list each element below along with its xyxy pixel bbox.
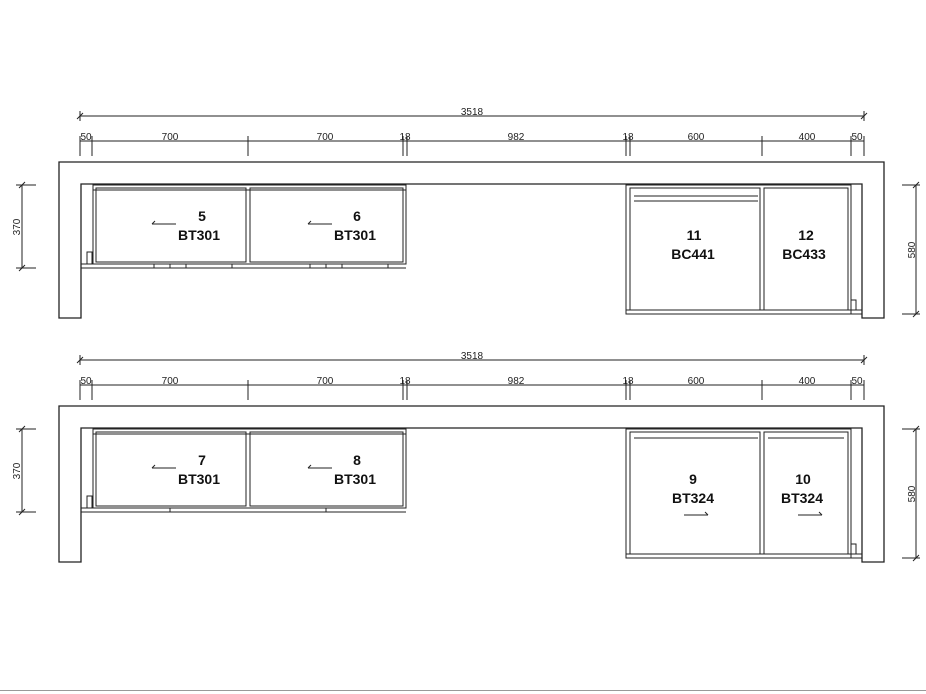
elevation-1: 3518 50 700 700 18 982 18 600 400 50 — [12, 107, 920, 319]
segment-label: 400 — [799, 376, 816, 387]
right-tall-cabinets: 11 BC441 12 BC433 — [625, 184, 862, 315]
right-height-dimension: 580 — [902, 181, 920, 318]
segment-label: 600 — [688, 132, 705, 143]
countertop-frame — [58, 161, 885, 319]
height-label: 580 — [907, 241, 918, 258]
cabinet-number: 9 — [689, 471, 697, 487]
segment-label: 18 — [622, 376, 634, 387]
cabinet-number: 5 — [198, 208, 206, 224]
height-label: 370 — [12, 462, 23, 479]
cabinet-number: 8 — [353, 452, 361, 468]
elevation-2: 3518 50 700 700 18 982 18 600 400 50 — [12, 351, 920, 563]
segment-label: 600 — [688, 376, 705, 387]
left-wall-cabinets: 7 BT301 8 BT301 — [81, 428, 407, 513]
cabinet-code: BT324 — [672, 490, 714, 506]
segment-label: 18 — [399, 376, 411, 387]
cabinet-code: BC441 — [671, 246, 715, 262]
countertop-frame — [58, 405, 885, 563]
segment-label: 700 — [317, 132, 334, 143]
segment-label: 18 — [399, 132, 411, 143]
cabinet-code: BT301 — [334, 227, 376, 243]
cabinet-number: 11 — [687, 227, 702, 243]
height-label: 580 — [907, 485, 918, 502]
cabinet-number: 7 — [198, 452, 206, 468]
right-height-dimension: 580 — [902, 425, 920, 562]
cabinet-code: BT301 — [178, 227, 220, 243]
height-label: 370 — [12, 218, 23, 235]
segment-label: 50 — [851, 132, 863, 143]
cabinet-number: 10 — [795, 471, 811, 487]
cabinet-code: BT301 — [334, 471, 376, 487]
segment-dimensions: 50 700 700 18 982 18 600 400 50 — [79, 376, 865, 400]
total-width-label: 3518 — [461, 107, 484, 118]
segment-dimensions: 50 700 700 18 982 18 600 400 50 — [79, 132, 865, 156]
segment-label: 700 — [162, 376, 179, 387]
overall-dimension: 3518 — [76, 107, 868, 121]
page-bottom-rule — [0, 690, 926, 691]
segment-label: 400 — [799, 132, 816, 143]
left-wall-cabinets: 5 BT301 6 BT301 — [81, 184, 407, 269]
overall-dimension: 3518 — [76, 351, 868, 365]
total-width-label: 3518 — [461, 351, 484, 362]
cabinet-code: BT301 — [178, 471, 220, 487]
cabinet-code: BT324 — [781, 490, 823, 506]
left-height-dimension: 370 — [12, 181, 36, 272]
segment-label: 982 — [508, 376, 525, 387]
cabinet-number: 6 — [353, 208, 361, 224]
segment-label: 700 — [162, 132, 179, 143]
right-tall-cabinets: 9 BT324 10 BT324 — [625, 428, 862, 559]
segment-label: 982 — [508, 132, 525, 143]
segment-label: 50 — [80, 132, 92, 143]
segment-label: 50 — [851, 376, 863, 387]
segment-label: 18 — [622, 132, 634, 143]
segment-label: 50 — [80, 376, 92, 387]
segment-label: 700 — [317, 376, 334, 387]
cabinet-number: 12 — [798, 227, 814, 243]
left-height-dimension: 370 — [12, 425, 36, 516]
cabinet-code: BC433 — [782, 246, 826, 262]
